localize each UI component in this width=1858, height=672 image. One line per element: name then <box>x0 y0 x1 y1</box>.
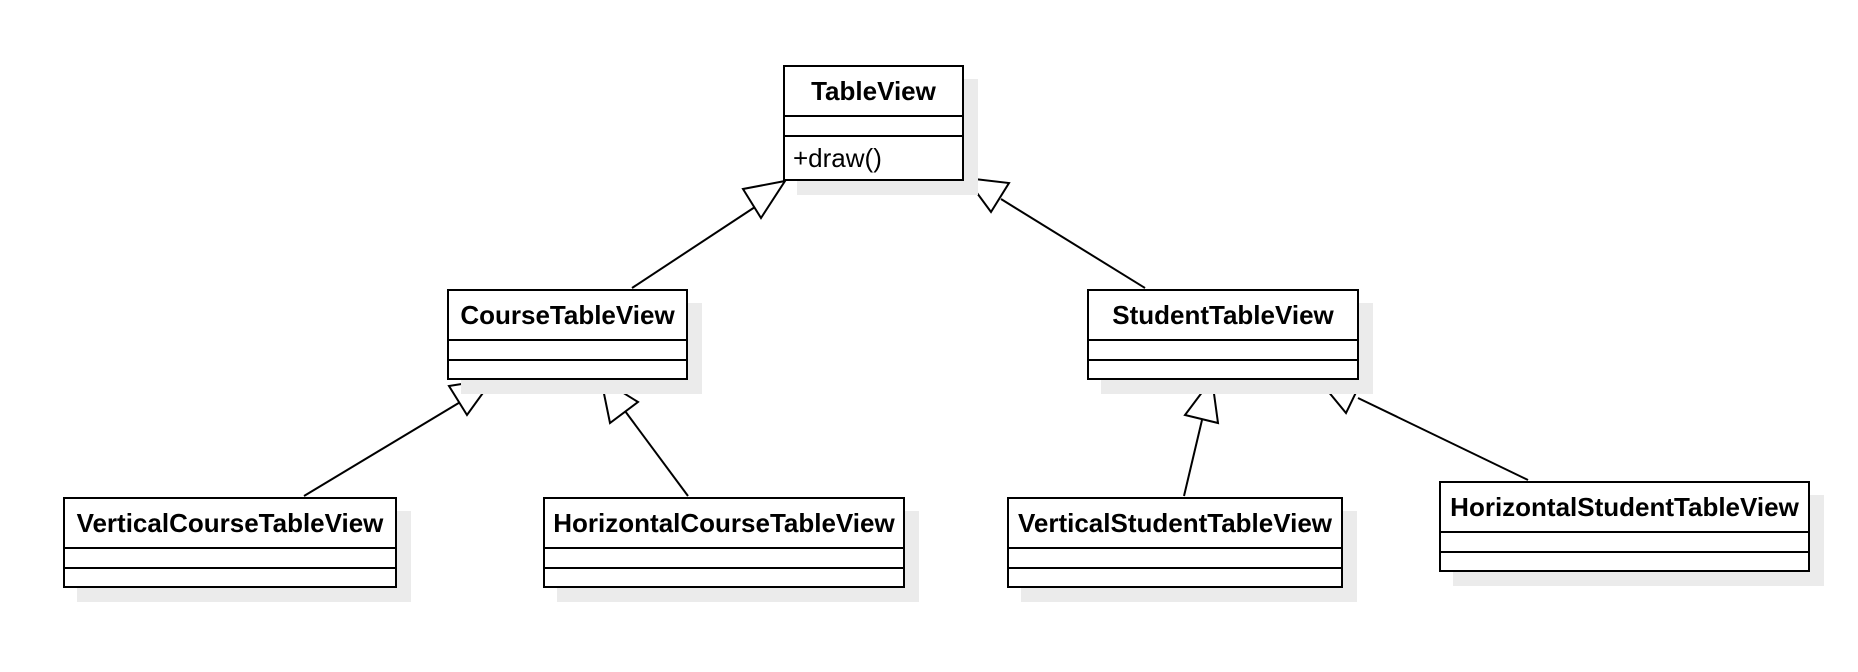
generalization-arrowhead <box>1315 377 1363 415</box>
edge-coursetableview-to-tableview <box>631 179 788 289</box>
class-name: VerticalStudentTableView <box>1009 499 1341 549</box>
class-name: HorizontalStudentTableView <box>1441 483 1808 533</box>
class-verticalcoursetableview[interactable]: VerticalCourseTableView <box>63 497 397 588</box>
class-method-draw: +draw() <box>793 142 882 173</box>
attributes-compartment <box>545 549 903 569</box>
class-verticalstudenttableview[interactable]: VerticalStudentTableView <box>1007 497 1343 588</box>
attributes-compartment <box>1441 533 1808 553</box>
class-tableview[interactable]: TableView +draw() <box>783 65 964 181</box>
class-name: VerticalCourseTableView <box>65 499 395 549</box>
edge-horizontalstudenttableview-to-studenttableview <box>1315 377 1529 481</box>
attributes-compartment <box>65 549 395 569</box>
attributes-compartment <box>449 341 686 361</box>
class-name: StudentTableView <box>1089 291 1357 341</box>
generalization-arrowhead <box>599 376 640 425</box>
generalization-arrowhead <box>447 377 496 417</box>
attributes-compartment <box>1089 341 1357 361</box>
class-name: TableView <box>785 67 962 117</box>
attributes-compartment <box>1009 549 1341 569</box>
operations-compartment <box>1089 361 1357 378</box>
operations-compartment <box>545 569 903 586</box>
generalization-arrowhead <box>963 176 1011 214</box>
edge-horizontalcoursetableview-to-coursetableview <box>599 376 689 497</box>
operations-compartment <box>65 569 395 586</box>
operations-compartment <box>449 361 686 378</box>
class-horizontalstudenttableview[interactable]: HorizontalStudentTableView <box>1439 481 1810 572</box>
class-studenttableview[interactable]: StudentTableView <box>1087 289 1359 380</box>
class-name: HorizontalCourseTableView <box>545 499 903 549</box>
generalization-arrowhead <box>741 179 788 220</box>
class-name: CourseTableView <box>449 291 686 341</box>
class-coursetableview[interactable]: CourseTableView <box>447 289 688 380</box>
operations-compartment <box>1441 553 1808 570</box>
generalization-arrowhead <box>1183 376 1220 425</box>
class-horizontalcoursetableview[interactable]: HorizontalCourseTableView <box>543 497 905 588</box>
edge-verticalcoursetableview-to-coursetableview <box>303 377 496 497</box>
edge-verticalstudenttableview-to-studenttableview <box>1183 376 1220 497</box>
attributes-compartment <box>785 117 962 137</box>
edge-studenttableview-to-tableview <box>963 176 1146 289</box>
operations-compartment <box>1009 569 1341 586</box>
